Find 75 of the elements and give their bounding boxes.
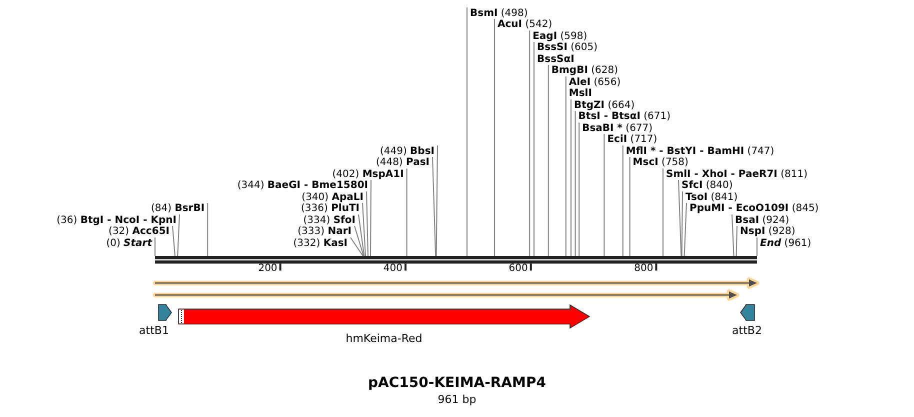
leader-line <box>358 214 365 256</box>
orf-track <box>152 277 760 289</box>
leader-line <box>662 168 664 256</box>
restriction-site-label: MflI * - BstYI - BamHI (747) <box>622 146 774 157</box>
tick-label: 400 <box>383 262 402 275</box>
restriction-site-label: (340) ApaLI <box>302 192 366 203</box>
restriction-site-label: SmlI - XhoI - PaeR7I (811) <box>663 168 808 180</box>
restriction-site-label: NspI (928) <box>737 226 796 238</box>
dna-backbone <box>155 256 757 264</box>
restriction-site-label: End (961) <box>757 238 812 249</box>
leader-line <box>494 18 495 256</box>
leader-line <box>366 191 368 256</box>
leader-line <box>570 99 572 256</box>
leader-line <box>578 122 580 256</box>
leader-line <box>565 76 566 256</box>
restriction-site-label: (332) KasI <box>293 238 350 249</box>
leader-line <box>354 226 364 256</box>
leader-line <box>172 226 176 256</box>
leader-line <box>681 191 683 256</box>
leader-line <box>432 156 436 256</box>
restriction-site-label: BsaBI * (677) <box>579 122 653 134</box>
leader-line <box>154 237 156 256</box>
restriction-site-label: BssSI (605) BssSαI <box>534 42 598 65</box>
restriction-site-label: SfcI (840) <box>678 180 733 192</box>
restriction-site-label: (36) BtgI - NcoI - KpnI <box>56 214 180 226</box>
leader-line <box>177 214 180 256</box>
restriction-site-label: AleI (656) MslI <box>566 76 621 100</box>
leader-line <box>684 202 687 256</box>
restriction-site-label: AcuI (542) <box>494 19 552 30</box>
leader-line <box>529 30 530 256</box>
orf-track <box>152 289 740 301</box>
map-title: pAC150-KEIMA-RAMP4 <box>367 375 547 392</box>
restriction-site-label: (402) MspA1I <box>332 168 407 180</box>
leader-line <box>732 214 734 256</box>
leader-line <box>622 145 624 256</box>
leader-line <box>406 168 408 256</box>
restriction-site-label: BtsI - BtsαI (671) <box>575 111 671 122</box>
restriction-site-label: BsmI (498) <box>467 8 528 19</box>
leader-line <box>548 64 549 256</box>
sequence-length: 961 bp <box>436 393 478 406</box>
feature-label: attB1 <box>139 324 169 337</box>
restriction-site-label: BtgZI (664) <box>571 100 635 111</box>
restriction-site-label: (0) Start <box>106 238 155 249</box>
tick-label: 600 <box>508 262 528 275</box>
leader-line <box>207 202 208 256</box>
restriction-site-label: PpuMI - EcoO109I (845) <box>686 203 819 214</box>
leader-line <box>756 237 758 256</box>
restriction-site-label: (84) BsrBI <box>151 203 208 214</box>
tick-label: 200 <box>258 262 278 275</box>
restriction-site-label: BmgBI (628) <box>548 65 618 76</box>
restriction-site-label: (448) PasI <box>376 157 432 168</box>
restriction-site-label: (449) BbsI <box>380 146 438 157</box>
restriction-site-label: TsoI (841) <box>682 192 738 203</box>
restriction-site-label: (334) SfoI <box>303 214 358 226</box>
leader-line <box>736 226 738 256</box>
restriction-site-label: MscI (758) <box>630 157 688 168</box>
restriction-site-label: BsaI (924) <box>732 214 790 226</box>
restriction-site-label: (336) PluTI <box>301 203 362 214</box>
restriction-site-label: EciI (717) <box>604 134 658 146</box>
leader-line <box>370 180 372 256</box>
restriction-site-label: EagI (598) <box>530 30 588 42</box>
restriction-site-label: (344) BaeGI - Bme1580I <box>237 180 371 192</box>
leader-line <box>574 110 576 256</box>
leader-line <box>350 237 364 256</box>
restriction-site-label: (333) NarI <box>298 226 354 238</box>
leader-line <box>604 134 605 256</box>
leader-line <box>436 145 438 256</box>
leader-line <box>629 156 630 256</box>
leader-line <box>362 202 366 256</box>
restriction-site-label: (32) Acc65I <box>108 226 172 238</box>
feature-label: hmKeima-Red <box>346 332 422 345</box>
leader-line <box>678 180 682 256</box>
tick-label: 800 <box>634 262 654 275</box>
leader-line <box>466 7 468 256</box>
feature-label: attB2 <box>732 324 762 337</box>
